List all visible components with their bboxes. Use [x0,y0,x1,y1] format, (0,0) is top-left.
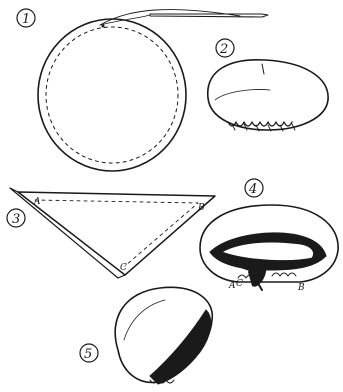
cap-crease [262,64,264,74]
thread-loop [100,15,150,25]
needle-icon [150,14,268,17]
label-a-bottom: A [228,281,236,291]
triangle-fold [18,192,215,275]
label-b-bottom: B [297,283,305,293]
ruffled-edge [228,122,292,126]
cap-5-shading [124,300,165,340]
figure-1-number: 1 [22,12,30,27]
label-b-top: B [197,203,205,213]
label-a-top: A [33,197,41,207]
figure-3-number: 3 [12,212,20,227]
stitch-line [46,27,178,163]
figure-4-number: 4 [248,182,257,197]
label-c-bottom: C [236,279,243,289]
figure-5-number: 5 [84,347,92,362]
cap-dome [208,60,328,130]
figure-4: 4 A C B [200,179,338,293]
cap-4-ruffle [238,273,296,278]
figure-2-number: 2 [219,42,228,57]
figure-2: 2 [208,39,328,131]
fabric-circle [38,19,186,171]
cap-shading [215,89,270,100]
figure-3: 3 A B C [7,188,215,278]
figure-5: 5 [80,287,212,384]
label-c: C [120,263,127,273]
figure-1: 1 [17,9,268,171]
thread [100,10,240,25]
knot [102,25,105,28]
